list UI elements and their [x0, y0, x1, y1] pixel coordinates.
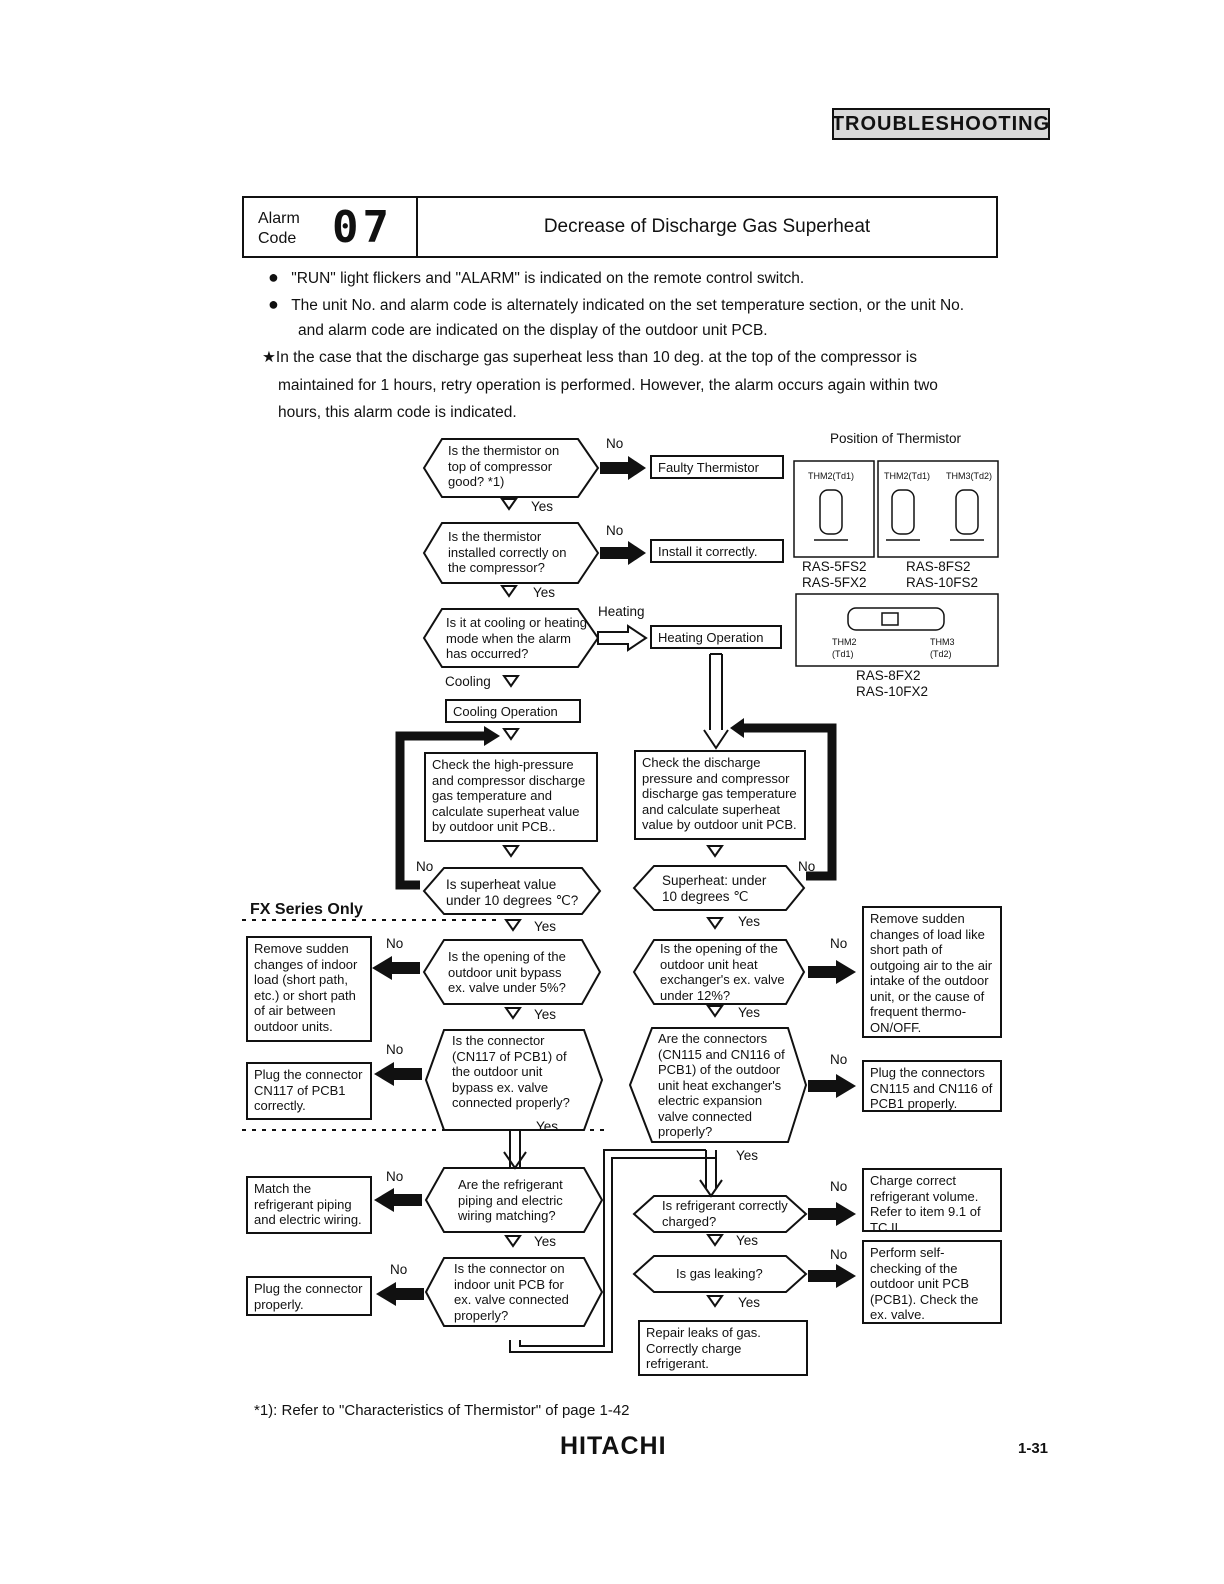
result-remove-load-outdoor: Remove sudden changes of load like short… — [862, 906, 1002, 1038]
label-no: No — [386, 1169, 404, 1184]
result-remove-indoor-load: Remove sudden changes of indoor load (sh… — [246, 936, 372, 1042]
page-number: 1-31 — [1018, 1440, 1049, 1457]
label-no: No — [830, 1247, 848, 1262]
result-plug-connector: Plug the connector properly. — [246, 1276, 372, 1316]
model-label: RAS-5FS2 — [802, 559, 867, 574]
brand-logo: HITACHI — [560, 1432, 667, 1460]
step-check-heating: Check the discharge pressure and compres… — [634, 750, 806, 840]
thermistor-title: Position of Thermistor — [830, 431, 962, 446]
thermistor-label: THM2(Td1) — [884, 471, 931, 481]
decision-thermistor-installed: Is the thermistor installed correctly on… — [448, 529, 567, 575]
thermistor-label: THM2(Td1) — [808, 471, 855, 481]
label-yes: Yes — [533, 585, 556, 600]
result-self-check: Perform self-checking of the outdoor uni… — [862, 1240, 1002, 1324]
label-yes: Yes — [736, 1148, 759, 1163]
alarm-header: Alarm Code 07 Decrease of Discharge Gas … — [242, 196, 998, 258]
result-plug-cn117: Plug the connector CN117 of PCB1 correct… — [246, 1062, 372, 1120]
note-star: ★In the case that the discharge gas supe… — [262, 349, 917, 366]
bullet-icon: ● — [268, 267, 279, 287]
result-plug-cn115: Plug the connectors CN115 and CN116 of P… — [862, 1060, 1002, 1112]
result-faulty-thermistor: Faulty Thermistor — [650, 455, 784, 479]
label-yes: Yes — [534, 1007, 557, 1022]
decision-indoor-connector: Is the connector on indoor unit PCB for … — [454, 1261, 569, 1323]
label-heating: Heating — [598, 604, 645, 619]
fx-series-label: FX Series Only — [250, 901, 363, 918]
decision-charge: Is refrigerant correctly charged? — [662, 1198, 788, 1229]
note-text: and alarm code are indicated on the disp… — [298, 322, 768, 339]
decision-leak: Is gas leaking? — [676, 1266, 763, 1281]
decision-superheat-heating: Superheat: under 10 degrees ℃ — [662, 873, 767, 904]
label-no: No — [386, 936, 404, 951]
note-text: maintained for 1 hours, retry operation … — [278, 377, 938, 394]
label-yes: Yes — [738, 1295, 761, 1310]
label-no: No — [606, 436, 624, 451]
thermistor-label: THM2 — [832, 637, 857, 647]
decision-mode: Is it at cooling or heating mode when th… — [446, 615, 587, 661]
result-match-piping: Match the refrigerant piping and electri… — [246, 1176, 372, 1234]
model-label: RAS-10FX2 — [856, 684, 929, 699]
label-no: No — [830, 1052, 848, 1067]
alarm-code-panel: Alarm Code 07 — [244, 198, 418, 256]
label-no: No — [390, 1262, 408, 1277]
result-install-correctly: Install it correctly. — [650, 539, 784, 563]
label-yes: Yes — [531, 499, 554, 514]
result-cooling-operation: Cooling Operation — [445, 699, 581, 723]
thermistor-label: THM3(Td2) — [946, 471, 993, 481]
note-bullet-1: ● "RUN" light flickers and "ALARM" is in… — [268, 264, 804, 292]
label-yes: Yes — [738, 1005, 761, 1020]
code-label: Code — [258, 230, 297, 247]
label-no: No — [606, 523, 624, 538]
decision-cn115: Are the connectors (CN115 and CN116 of P… — [658, 1031, 785, 1139]
result-charge-refrigerant: Charge correct refrigerant volume. Refer… — [862, 1168, 1002, 1235]
note-bullet-2: ● The unit No. and alarm code is alterna… — [268, 291, 964, 319]
model-label: RAS-5FX2 — [802, 575, 867, 590]
thermistor-label: (Td1) — [832, 649, 854, 659]
note-text: "RUN" light flickers and "ALARM" is indi… — [291, 270, 805, 287]
alarm-title: Decrease of Discharge Gas Superheat — [543, 216, 871, 237]
label-no: No — [386, 1042, 404, 1057]
result-heating-operation: Heating Operation — [650, 625, 782, 649]
thermistor-label: THM3 — [930, 637, 955, 647]
label-yes: Yes — [736, 1233, 759, 1248]
note-text: hours, this alarm code is indicated. — [278, 404, 517, 421]
thermistor-label: (Td2) — [930, 649, 952, 659]
label-no: No — [830, 936, 848, 951]
label-yes: Yes — [738, 914, 761, 929]
label-cooling: Cooling — [445, 674, 491, 689]
decision-superheat-cooling: Is superheat value under 10 degrees ℃? — [446, 877, 579, 908]
decision-hx-opening: Is the opening of the outdoor unit heat … — [660, 941, 785, 1003]
decision-thermistor-good: Is the thermistor on top of compressor g… — [448, 443, 560, 489]
label-no: No — [798, 859, 816, 874]
alarm-code: 07 — [332, 202, 393, 253]
label-yes: Yes — [536, 1119, 559, 1134]
alarm-label: Alarm — [258, 210, 300, 227]
decision-cn117: Is the connector (CN117 of PCB1) of the … — [452, 1033, 570, 1110]
label-no: No — [416, 859, 434, 874]
model-label: RAS-8FX2 — [856, 668, 921, 683]
footnote: *1): Refer to "Characteristics of Thermi… — [254, 1402, 630, 1419]
section-tag: TROUBLESHOOTING — [832, 108, 1050, 140]
step-check-cooling: Check the high-pressure and compressor d… — [424, 752, 598, 842]
label-no: No — [830, 1179, 848, 1194]
label-yes: Yes — [534, 1234, 557, 1249]
result-repair-leaks: Repair leaks of gas. Correctly charge re… — [638, 1320, 808, 1376]
note-text: The unit No. and alarm code is alternate… — [291, 297, 965, 314]
decision-piping: Are the refrigerant piping and electric … — [458, 1177, 563, 1223]
decision-bypass-opening: Is the opening of the outdoor unit bypas… — [448, 949, 566, 995]
label-yes: Yes — [534, 919, 557, 934]
bullet-icon: ● — [268, 294, 279, 314]
model-label: RAS-10FS2 — [906, 575, 979, 590]
model-label: RAS-8FS2 — [906, 559, 971, 574]
